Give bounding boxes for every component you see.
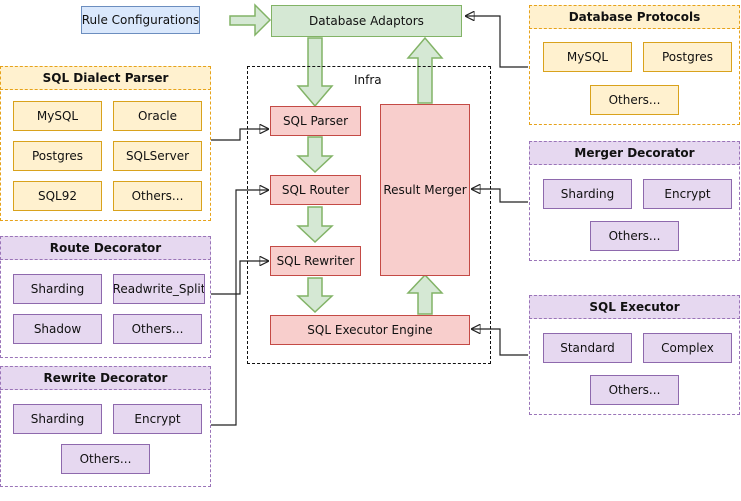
database-adaptors-box: Database Adaptors bbox=[271, 5, 462, 37]
dialect-item-oracle: Oracle bbox=[113, 101, 202, 131]
executor-item-others: Others... bbox=[590, 375, 679, 405]
connector-database-protocols bbox=[466, 16, 528, 68]
block-arrow-adaptors-to-parser bbox=[296, 37, 334, 108]
merger-item-encrypt: Encrypt bbox=[643, 179, 732, 209]
executor-item-complex: Complex bbox=[643, 333, 732, 363]
route-item-sharding: Sharding bbox=[13, 274, 102, 304]
sql-executor-title: SQL Executor bbox=[529, 295, 740, 319]
merger-decorator-title: Merger Decorator bbox=[529, 141, 740, 165]
result-merger-box: Result Merger bbox=[380, 104, 470, 276]
protocol-item-mysql: MySQL bbox=[543, 42, 632, 72]
route-item-shadow: Shadow bbox=[13, 314, 102, 344]
dialect-item-sql92: SQL92 bbox=[13, 181, 102, 211]
connector-dialect-parser bbox=[211, 129, 268, 141]
connector-rewrite-decorator bbox=[211, 190, 268, 426]
route-item-readwrite-split: Readwrite_Split bbox=[113, 274, 205, 304]
sql-rewriter-box: SQL Rewriter bbox=[270, 246, 361, 276]
route-decorator-title: Route Decorator bbox=[0, 236, 211, 260]
protocol-item-others: Others... bbox=[590, 85, 679, 115]
rewrite-decorator-title: Rewrite Decorator bbox=[0, 366, 211, 390]
block-arrow-router-to-rewriter bbox=[296, 206, 334, 244]
sql-router-box: SQL Router bbox=[270, 175, 361, 205]
block-arrow-merger-to-adaptors bbox=[406, 36, 444, 104]
rewrite-item-encrypt: Encrypt bbox=[113, 404, 202, 434]
sql-parser-box: SQL Parser bbox=[270, 106, 361, 136]
rule-configurations-box: Rule Configurations bbox=[81, 6, 200, 34]
sql-dialect-parser-title: SQL Dialect Parser bbox=[0, 66, 211, 90]
connector-merger-decorator bbox=[472, 189, 528, 203]
block-arrow-rules-to-adaptors bbox=[229, 3, 272, 37]
dialect-item-postgres: Postgres bbox=[13, 141, 102, 171]
dialect-item-others: Others... bbox=[113, 181, 202, 211]
connector-route-decorator bbox=[211, 261, 268, 295]
merger-item-others: Others... bbox=[590, 221, 679, 251]
executor-item-standard: Standard bbox=[543, 333, 632, 363]
database-protocols-title: Database Protocols bbox=[529, 5, 740, 29]
block-arrow-rewriter-to-executor bbox=[296, 277, 334, 314]
rewrite-item-others: Others... bbox=[61, 444, 150, 474]
protocol-item-postgres: Postgres bbox=[643, 42, 732, 72]
infra-container bbox=[247, 66, 491, 364]
rewrite-item-sharding: Sharding bbox=[13, 404, 102, 434]
block-arrow-executor-to-merger bbox=[406, 273, 444, 315]
connector-sql-executor bbox=[472, 329, 528, 356]
route-item-others: Others... bbox=[113, 314, 202, 344]
merger-item-sharding: Sharding bbox=[543, 179, 632, 209]
block-arrow-parser-to-router bbox=[296, 136, 334, 174]
sql-executor-engine-box: SQL Executor Engine bbox=[270, 315, 470, 345]
dialect-item-mysql: MySQL bbox=[13, 101, 102, 131]
dialect-item-sqlserver: SQLServer bbox=[113, 141, 202, 171]
infra-label: Infra bbox=[354, 73, 382, 87]
